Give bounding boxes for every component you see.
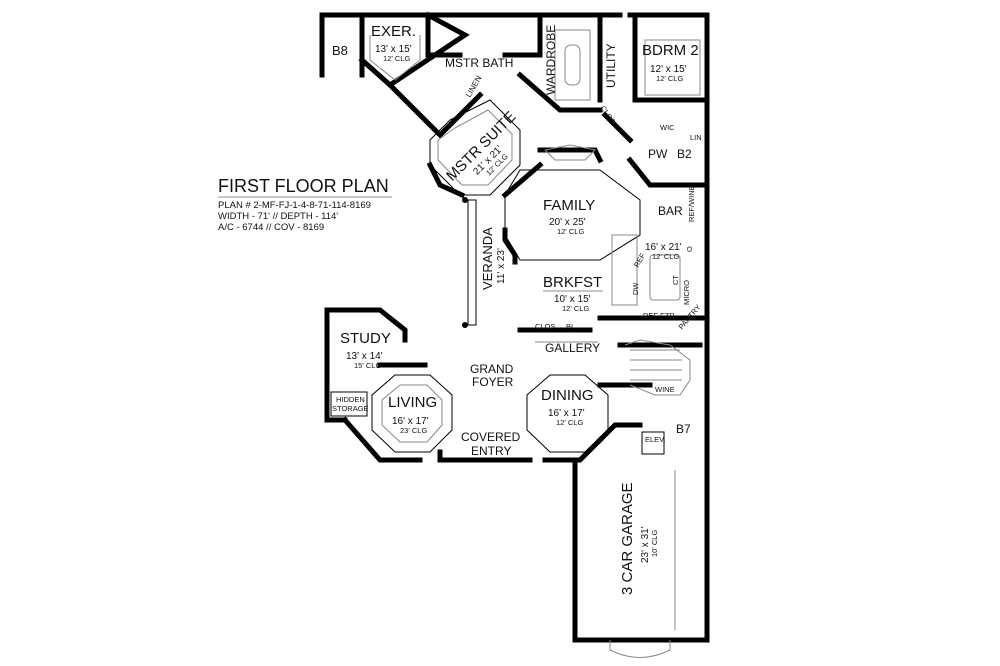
room-size: 23' x 31': [640, 526, 651, 563]
room-ceiling: 10' CLG: [650, 530, 659, 557]
room-grand-foyer: GRAND FOYER: [470, 362, 514, 389]
room-size: 13' x 14': [346, 351, 383, 362]
room-dining: DINING 16' x 17' 12' CLG: [541, 387, 594, 427]
ref-wine-label: REF/WINE: [687, 185, 696, 222]
room-ceiling: 12' CLG: [652, 252, 679, 261]
kitchen-dw: DW: [631, 282, 640, 295]
room-pw: PW: [648, 147, 668, 161]
room-name: STUDY: [340, 330, 391, 347]
room-garage: 3 CAR GARAGE 23' x 31' 10' CLG: [619, 482, 659, 595]
room-size: 16' x 21': [645, 242, 682, 253]
kitchen-micro: MICRO: [682, 280, 691, 305]
room-elev: ELEV.: [645, 435, 666, 444]
room-living: LIVING 16' x 17' 23' CLG: [388, 394, 437, 435]
entry-line2: ENTRY: [471, 444, 511, 458]
interior-details: [369, 29, 701, 658]
room-mstr-bath: MSTR BATH: [445, 56, 513, 70]
room-size: 12' x 15': [650, 64, 687, 75]
room-ceiling: 23' CLG: [400, 426, 427, 435]
room-ceiling: 12' CLG: [383, 54, 410, 63]
ref-fzr-label: REF FZR: [643, 311, 675, 320]
room-wine: WINE: [655, 385, 675, 394]
plan-number: PLAN # 2-MF-FJ-1-4-8-71-114-8169: [218, 200, 371, 211]
room-kitchen: 16' x 21' 12' CLG REF DW CT MICRO O: [631, 242, 694, 305]
room-wardrobe: WARDROBE: [544, 25, 558, 95]
plan-area: A/C - 6744 // COV - 8169: [218, 222, 324, 233]
room-ceiling: 12' CLG: [562, 304, 589, 313]
room-ceiling: 15' CLG: [354, 361, 381, 370]
title-block: FIRST FLOOR PLAN PLAN # 2-MF-FJ-1-4-8-71…: [218, 176, 392, 233]
room-clos-lower: CLOS: [535, 322, 555, 331]
room-size: 20' x 25': [549, 217, 586, 228]
room-lin: LIN: [690, 133, 702, 142]
room-name: MSTR BATH: [445, 56, 513, 70]
room-b7: B7: [676, 422, 691, 436]
room-veranda: VERANDA 11' x 23': [480, 227, 507, 290]
room-size: 11' x 23': [496, 248, 507, 284]
room-name: 3 CAR GARAGE: [619, 482, 636, 595]
room-name: BDRM 2: [642, 42, 699, 59]
room-name: VERANDA: [480, 227, 495, 290]
storage-line1: HIDDEN: [336, 395, 365, 404]
room-wic: WIC: [660, 123, 675, 132]
foyer-line1: GRAND: [470, 362, 514, 376]
room-study: STUDY 13' x 14' 15' CLG: [340, 330, 391, 370]
foyer-line2: FOYER: [472, 375, 514, 389]
plan-heading: FIRST FLOOR PLAN: [218, 176, 389, 196]
storage-line2: STORAGE: [332, 404, 369, 413]
room-name: FAMILY: [543, 197, 595, 214]
room-b8: B8: [332, 43, 348, 58]
room-size: 13' x 15': [375, 44, 412, 55]
room-size: 16' x 17': [392, 416, 429, 427]
room-bdrm2: BDRM 2 12' x 15' 12' CLG: [642, 42, 699, 83]
room-bi: BI: [566, 322, 573, 331]
room-hidden-storage: HIDDEN STORAGE: [330, 391, 369, 417]
kitchen-oven: O: [685, 246, 694, 252]
room-utility: UTILITY: [604, 43, 618, 88]
room-name: DINING: [541, 387, 594, 404]
walls: [319, 11, 710, 643]
room-bar: BAR: [658, 204, 683, 218]
room-name: B8: [332, 43, 348, 58]
room-size: 16' x 17': [548, 408, 585, 419]
room-name: LIVING: [388, 394, 437, 411]
entry-line1: COVERED: [461, 430, 521, 444]
room-ceiling: 12' CLG: [656, 74, 683, 83]
room-family: FAMILY 20' x 25' 12' CLG: [543, 197, 595, 236]
room-clos-upper: CLOS: [598, 104, 617, 126]
room-size: 10' x 15': [554, 294, 591, 305]
room-ceiling: 12' CLG: [557, 227, 584, 236]
room-gallery: GALLERY: [545, 341, 600, 355]
room-name: EXER.: [371, 23, 416, 40]
plan-dimensions: WIDTH - 71' // DEPTH - 114': [218, 211, 338, 222]
room-name: BRKFST: [543, 274, 602, 291]
room-exer: EXER. 13' x 15' 12' CLG: [371, 23, 416, 63]
room-ceiling: 12' CLG: [556, 418, 583, 427]
kitchen-ct: CT: [671, 275, 680, 285]
kitchen-ref: REF: [632, 251, 648, 269]
room-b2: B2: [677, 147, 692, 161]
room-brkfst: BRKFST 10' x 15' 12' CLG: [543, 274, 603, 313]
room-covered-entry: COVERED ENTRY: [461, 430, 521, 458]
